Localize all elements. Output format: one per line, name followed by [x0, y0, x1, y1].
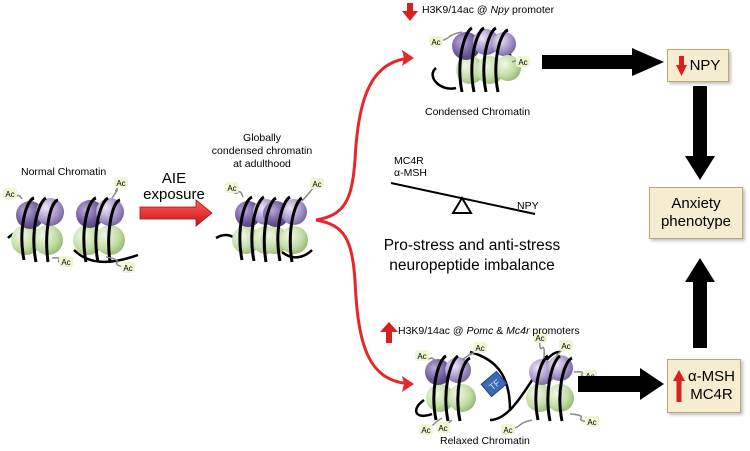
label-aie: AIE exposure	[138, 171, 210, 203]
acetyl-badge	[114, 177, 128, 188]
label-global-line2: condensed chromatin	[211, 145, 313, 158]
acetyl-badge	[436, 422, 450, 433]
label-aie-line2: exposure	[143, 185, 205, 203]
msh-box-text: α-MSH MC4R	[688, 368, 735, 404]
npy-promoter-gene: Npy	[490, 4, 510, 16]
label-condensed: Condensed Chromatin	[425, 106, 531, 118]
acetyl-label: Ac	[61, 258, 70, 267]
label-pomc-promoters: H3K9/14ac @ Pomc & Mc4r promoters	[398, 325, 580, 337]
nucleosome-normal	[7, 196, 139, 264]
acetyl-label: Ac	[116, 179, 125, 188]
label-relaxed: Relaxed Chromatin	[440, 435, 530, 447]
acetyl-label: Ac	[438, 424, 447, 433]
acetyl-label: Ac	[503, 426, 512, 435]
label-global: Globally condensed chromatin at adulthoo…	[202, 132, 322, 171]
acetyl-badge	[473, 342, 487, 353]
msh-line2: MC4R	[690, 386, 733, 403]
acetyl-badge	[310, 178, 324, 189]
msh-line1: α-MSH	[688, 368, 735, 385]
up-arrow-icon	[380, 322, 398, 343]
acetyl-badge	[59, 256, 73, 267]
acetyl-label: Ac	[561, 342, 570, 351]
seesaw	[390, 182, 536, 215]
anxiety-box: Anxiety phenotype	[649, 187, 743, 239]
npy-box: NPY	[667, 49, 729, 82]
acetyl-label: Ac	[5, 190, 14, 199]
imbalance-line1: Pro-stress and anti-stress	[383, 237, 561, 254]
arrow-to-msh	[578, 368, 664, 400]
label-normal-chromatin: Normal Chromatin	[21, 166, 107, 178]
npy-promoter-prefix: H3K9/14ac @	[422, 4, 491, 16]
acetyl-label: Ac	[475, 344, 484, 353]
anxiety-line2: phenotype	[660, 213, 732, 230]
acetyl-badge	[559, 340, 573, 351]
acetyl-badge	[501, 424, 515, 435]
acetyl-badge	[533, 332, 547, 343]
pomc-gene: Pomc	[466, 325, 494, 337]
imbalance-text: Pro-stress and anti-stress neuropeptide …	[372, 236, 572, 276]
pomc-suffix: promoters	[529, 325, 580, 337]
acetyl-label: Ac	[421, 426, 430, 435]
nucleosome-condensed	[431, 26, 521, 93]
label-global-line1: Globally	[243, 132, 281, 144]
arrow-npy-to-anxiety	[685, 86, 715, 180]
transcription-factor: TF	[480, 370, 508, 398]
acetyl-tags: AcAcAcAcAcAcAcAcAcAcAcAcAcAcAcAcAc	[3, 31, 599, 435]
acetyl-label: Ac	[518, 58, 527, 67]
seesaw-label-right: NPY	[517, 200, 539, 212]
arrow-msh-to-anxiety	[685, 258, 715, 348]
acetyl-badge	[121, 262, 135, 273]
imbalance-line2: neuropeptide imbalance	[389, 257, 555, 275]
npy-promoter-suffix: promoter	[509, 4, 555, 16]
mc4r-gene: Mc4r	[506, 325, 530, 337]
acetyl-label: Ac	[431, 38, 440, 47]
npy-box-label: NPY	[689, 57, 721, 74]
seesaw-left-line1: MC4R	[394, 155, 424, 167]
acetyl-label: Ac	[312, 180, 321, 189]
seesaw-left-line2: α-MSH	[394, 167, 427, 180]
acetyl-label: Ac	[417, 352, 426, 361]
label-aie-line1: AIE	[161, 170, 187, 187]
acetyl-label: Ac	[587, 418, 596, 427]
npy-down-arrow-icon	[675, 55, 687, 76]
acetyl-badge	[415, 350, 429, 361]
pomc-prefix: H3K9/14ac @	[398, 325, 467, 337]
arrowhead-top	[402, 50, 414, 66]
acetyl-badge	[585, 416, 599, 427]
seesaw-label-left: MC4R α-MSH	[394, 155, 427, 179]
pomc-amp: &	[493, 325, 507, 337]
msh-up-arrow-icon	[673, 370, 685, 402]
acetyl-badge	[516, 56, 530, 67]
acetyl-badge	[429, 36, 443, 47]
acetyl-label: Ac	[535, 334, 544, 343]
acetyl-tail	[539, 337, 545, 359]
anxiety-line1: Anxiety	[671, 195, 721, 212]
aie-arrow	[139, 199, 213, 227]
nucleosome-relaxed: TF	[414, 350, 574, 422]
nucleosome-global	[215, 195, 313, 263]
branch-arrows	[315, 56, 413, 386]
label-npy-promoter: H3K9/14ac @ Npy promoter	[422, 4, 554, 16]
down-arrow-icon	[402, 3, 418, 21]
acetyl-badge	[3, 188, 17, 199]
acetyl-badge	[225, 182, 239, 193]
msh-box: α-MSH MC4R	[667, 359, 741, 413]
acetyl-badge	[419, 424, 433, 435]
acetyl-tail	[301, 183, 318, 202]
arrowhead-bottom	[402, 376, 414, 392]
arrow-to-npy	[542, 48, 664, 76]
label-global-line3: at adulthood	[233, 158, 291, 171]
acetyl-label: Ac	[123, 264, 132, 273]
acetyl-label: Ac	[227, 184, 236, 193]
